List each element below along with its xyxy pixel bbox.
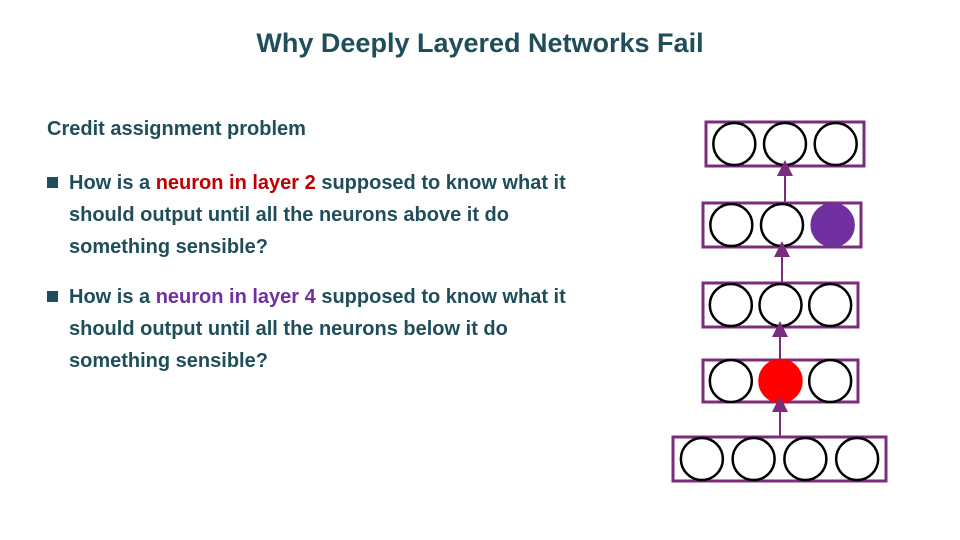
slide-title: Why Deeply Layered Networks Fail: [256, 28, 704, 58]
highlighted-neuron: [758, 358, 803, 404]
neuron: [834, 436, 880, 482]
bullet-post: supposed to know what it should output u…: [69, 172, 566, 258]
neuron: [783, 436, 828, 482]
neuron: [709, 202, 754, 248]
neuron: [679, 436, 725, 482]
neuron: [712, 121, 757, 167]
neuron: [762, 121, 808, 167]
neuron: [758, 282, 803, 328]
bullet-pre: How is a: [69, 172, 156, 194]
bullet-number: 2: [304, 172, 316, 194]
bullet-square-icon: [47, 291, 58, 302]
bullet-pre: How is a: [69, 286, 156, 308]
neuron: [813, 121, 858, 167]
bullet-highlight: neuron in layer: [155, 286, 300, 308]
slide-subtitle: Credit assignment problem: [47, 118, 306, 140]
neuron: [807, 282, 853, 328]
bullet-highlight: neuron in layer: [155, 172, 300, 194]
neuron: [807, 358, 853, 404]
neuron: [708, 358, 754, 404]
bullet-post: supposed to know what it should output u…: [69, 286, 566, 372]
highlighted-neuron: [810, 202, 855, 248]
bullet-square-icon: [47, 177, 58, 188]
neuron: [731, 436, 776, 482]
bullet-number: 4: [304, 286, 316, 308]
neuron: [708, 282, 754, 328]
bullet-layer-4: How is a neuron in layer 4 supposed to k…: [47, 281, 607, 377]
bullet-layer-2: How is a neuron in layer 2 supposed to k…: [47, 167, 607, 263]
neuron: [759, 202, 805, 248]
